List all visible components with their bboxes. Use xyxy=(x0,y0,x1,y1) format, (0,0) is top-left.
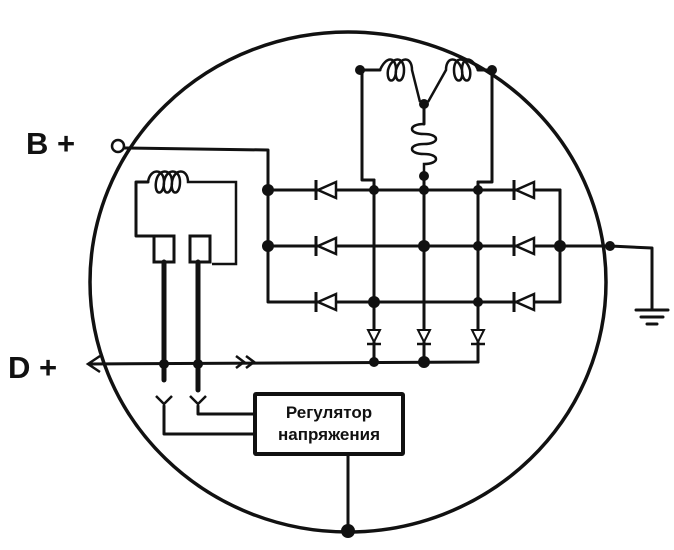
node-d-left xyxy=(159,359,169,369)
b-plus-terminal xyxy=(110,138,126,154)
d-plus-arrow xyxy=(85,354,101,374)
chevron-2 xyxy=(245,355,257,369)
diode-row-3-left xyxy=(314,292,338,312)
stator-frame xyxy=(360,68,382,182)
stator-node-left xyxy=(355,65,365,75)
stator-node-right xyxy=(487,65,497,75)
ground-wire xyxy=(608,244,654,312)
diode-row-2-left xyxy=(314,236,338,256)
b-plus-label: B + xyxy=(26,126,76,161)
rotor-frame xyxy=(134,180,166,238)
diode-row-1-left xyxy=(314,180,338,200)
node-s2-mid xyxy=(418,240,430,252)
brush-right xyxy=(188,234,212,264)
exciter-diode-3 xyxy=(470,329,486,346)
b-plus-wire xyxy=(122,146,562,304)
exciter-diode-1 xyxy=(366,329,382,346)
stator-node-star xyxy=(419,99,429,109)
diode-row-2-right xyxy=(512,236,536,256)
diode-row-1-right xyxy=(512,180,536,200)
stator-coil-center xyxy=(410,122,438,176)
node-s2-top xyxy=(419,185,429,195)
diode-row-3-right xyxy=(512,292,536,312)
brush-left xyxy=(152,234,176,264)
d-plus-label: D + xyxy=(8,350,58,385)
voltage-regulator-box: Регулятор напряжения xyxy=(253,392,405,456)
reg-wire-right xyxy=(196,404,255,416)
node-s1-top xyxy=(369,185,379,195)
regulator-line-2: напряжения xyxy=(278,425,380,444)
connector-right xyxy=(189,395,207,406)
node-s3-top xyxy=(473,185,483,195)
connector-left xyxy=(155,395,173,406)
node-b-top xyxy=(262,184,274,196)
node-s3-bot xyxy=(473,297,483,307)
node-s3-mid xyxy=(473,241,483,251)
stator-coil-left xyxy=(378,58,422,103)
exciter-diode-2 xyxy=(416,329,432,346)
node-bottom xyxy=(341,524,355,538)
node-s1-bot xyxy=(368,296,380,308)
node-b-mid xyxy=(262,240,274,252)
node-right-mid xyxy=(554,240,566,252)
node-d-right xyxy=(193,359,203,369)
chevron-1 xyxy=(235,355,247,369)
rotor-coil xyxy=(146,170,238,266)
stator-coil-right xyxy=(426,58,480,103)
stator-frame-right xyxy=(476,68,494,184)
reg-wire-left xyxy=(162,404,255,436)
d-plus-wire xyxy=(88,342,480,366)
regulator-line-1: Регулятор xyxy=(285,403,373,422)
stator-node-bottom xyxy=(419,171,429,181)
